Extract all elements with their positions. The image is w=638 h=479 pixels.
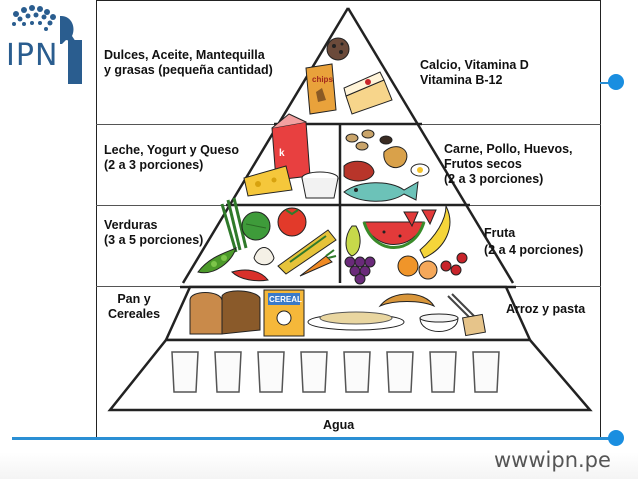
cereal-label: CEREAL [269,295,302,304]
cake-slice-icon [344,72,392,114]
water-glass-icon [258,352,284,392]
dairy-label: Leche, Yogurt y Queso (2 a 3 porciones) [104,143,239,173]
peas-pod-icon [198,248,236,273]
bread-cereal-label: Pan y Cereales [104,292,164,322]
pear-icon [346,226,360,256]
nuts-icon [346,130,392,150]
fruit-title: Fruta [484,226,515,241]
blue-dot-bottom [608,430,624,446]
blue-rule-bottom [12,437,612,440]
blue-dot-top [608,74,624,90]
sweets-label: Dulces, Aceite, Mantequilla y grasas (pe… [104,48,273,78]
cookie-icon [327,38,349,60]
vegetables-label: Verduras (3 a 5 porciones) [104,218,203,248]
website-text[interactable]: wwwipn.pe [494,448,611,472]
water-glass-icon [473,352,499,392]
cereal-box-icon: CEREAL [264,290,304,336]
grapes-icon [345,257,375,284]
water-glass-icon [172,352,198,392]
water-glass-icon [215,352,241,392]
bread-loaf-icon [190,291,260,334]
pepper-icon [232,270,268,281]
milk-carton-label: k [279,148,285,159]
water-glass-icon [387,352,413,392]
water-label: Agua [323,418,354,433]
water-glass-icon [301,352,327,392]
tomato-icon [278,208,306,236]
watermelon-icon [364,222,424,248]
water-glass-icon [430,352,456,392]
corn-icon [278,230,336,274]
protein-label: Carne, Pollo, Huevos, Frutos secos (2 a … [444,142,573,187]
cherries-icon [441,253,467,275]
supplements-label: Calcio, Vitamina D Vitamina B-12 [420,58,529,88]
fish-icon [344,182,418,201]
rice-pasta-label: Arroz y pasta [506,302,585,317]
meat-icon [344,161,374,181]
orange-icon [398,256,418,276]
chicken-icon [384,147,407,168]
yogurt-icon [302,172,338,198]
water-glass-icon [344,352,370,392]
chips-label: chips [312,75,333,84]
peach-icon [419,261,437,279]
chips-bag-icon: chips [306,64,336,114]
fruit-servings: (2 a 4 porciones) [484,243,583,258]
crackers-icon [463,314,486,335]
garlic-icon [254,248,274,265]
lettuce-icon [242,212,270,240]
egg-icon [411,164,429,176]
